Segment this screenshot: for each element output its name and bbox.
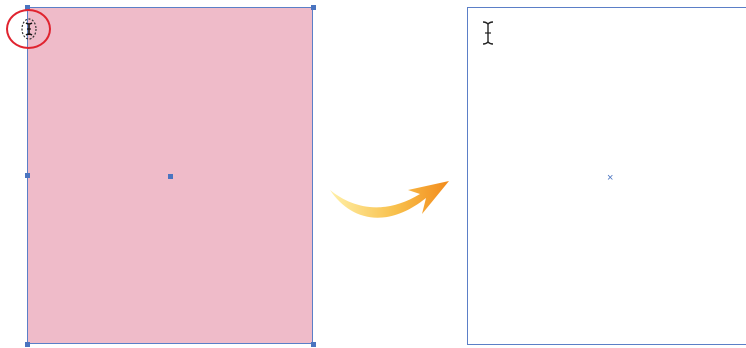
- handle-top-right[interactable]: [311, 5, 316, 10]
- highlight-circle: [6, 9, 51, 49]
- frame-center-point[interactable]: [168, 174, 173, 179]
- handle-bottom-left[interactable]: [25, 342, 30, 347]
- handle-middle-left[interactable]: [25, 173, 30, 178]
- handle-bottom-right[interactable]: [311, 342, 316, 347]
- text-frame[interactable]: ×: [467, 7, 746, 345]
- type-tool-cursor-icon: [21, 18, 37, 40]
- curved-arrow-right-icon: [330, 181, 449, 218]
- handle-top-left[interactable]: [25, 5, 30, 10]
- frame-center-marker: ×: [607, 172, 614, 184]
- i-beam-cursor-icon: [482, 21, 494, 45]
